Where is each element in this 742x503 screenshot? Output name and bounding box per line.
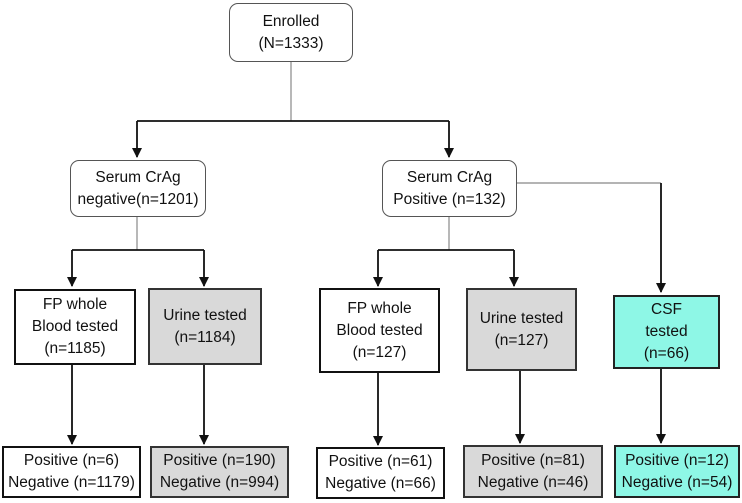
neg-blood-line2: Blood tested — [31, 318, 119, 335]
pos-urine-positive: Positive (n=81) — [481, 451, 585, 469]
csf-tested-box: CSF tested (n=66) — [613, 295, 720, 369]
csf-line2: tested — [645, 323, 688, 340]
pos-blood-result-box: Positive (n=61) Negative (n=66) — [316, 447, 445, 499]
neg-urine-result-box: Positive (n=190) Negative (n=994) — [150, 446, 289, 498]
csf-line1: CSF — [651, 301, 682, 318]
enrolled-box: Enrolled (N=1333) — [229, 3, 353, 62]
neg-blood-result-box: Positive (n=6) Negative (n=1179) — [2, 446, 141, 498]
serum-crag-positive-box: Serum CrAg Positive (n=132) — [382, 160, 517, 217]
serum-negative-title: Serum CrAg — [95, 168, 181, 186]
csf-negative: Negative (n=54) — [621, 473, 733, 491]
neg-urine-tested-box: Urine tested (n=1184) — [148, 288, 262, 365]
neg-blood-count: (n=1185) — [44, 340, 106, 357]
pos-urine-result-box: Positive (n=81) Negative (n=46) — [463, 445, 603, 498]
serum-positive-count: Positive (n=132) — [393, 190, 506, 208]
csf-count: (n=66) — [643, 345, 690, 362]
enrolled-count: (N=1333) — [258, 34, 324, 52]
pos-blood-positive: Positive (n=61) — [328, 453, 433, 470]
pos-urine-count: (n=127) — [494, 331, 549, 349]
pos-blood-negative: Negative (n=66) — [325, 475, 436, 492]
neg-blood-negative: Negative (n=1179) — [8, 474, 135, 491]
pos-urine-line1: Urine tested — [479, 309, 564, 327]
pos-urine-negative: Negative (n=46) — [477, 473, 589, 491]
serum-crag-negative-box: Serum CrAg negative(n=1201) — [70, 160, 206, 217]
enrolled-label: Enrolled — [262, 12, 320, 30]
pos-blood-tested-box: FP whole Blood tested (n=127) — [319, 288, 440, 373]
pos-blood-line1: FP whole — [347, 299, 412, 317]
pos-blood-count: (n=127) — [352, 343, 407, 361]
serum-positive-title: Serum CrAg — [406, 168, 493, 186]
neg-blood-line1: FP whole — [42, 296, 108, 313]
neg-blood-positive: Positive (n=6) — [23, 452, 120, 469]
csf-positive: Positive (n=12) — [625, 451, 729, 469]
neg-urine-count: (n=1184) — [174, 328, 236, 346]
neg-blood-tested-box: FP whole Blood tested (n=1185) — [14, 289, 136, 365]
neg-urine-negative: Negative (n=994) — [159, 474, 280, 491]
serum-negative-count: negative(n=1201) — [77, 190, 199, 208]
neg-urine-line1: Urine tested — [163, 306, 247, 324]
neg-urine-positive: Positive (n=190) — [163, 452, 276, 469]
csf-result-box: Positive (n=12) Negative (n=54) — [614, 445, 740, 498]
pos-blood-line2: Blood tested — [336, 321, 423, 339]
pos-urine-tested-box: Urine tested (n=127) — [466, 288, 577, 371]
